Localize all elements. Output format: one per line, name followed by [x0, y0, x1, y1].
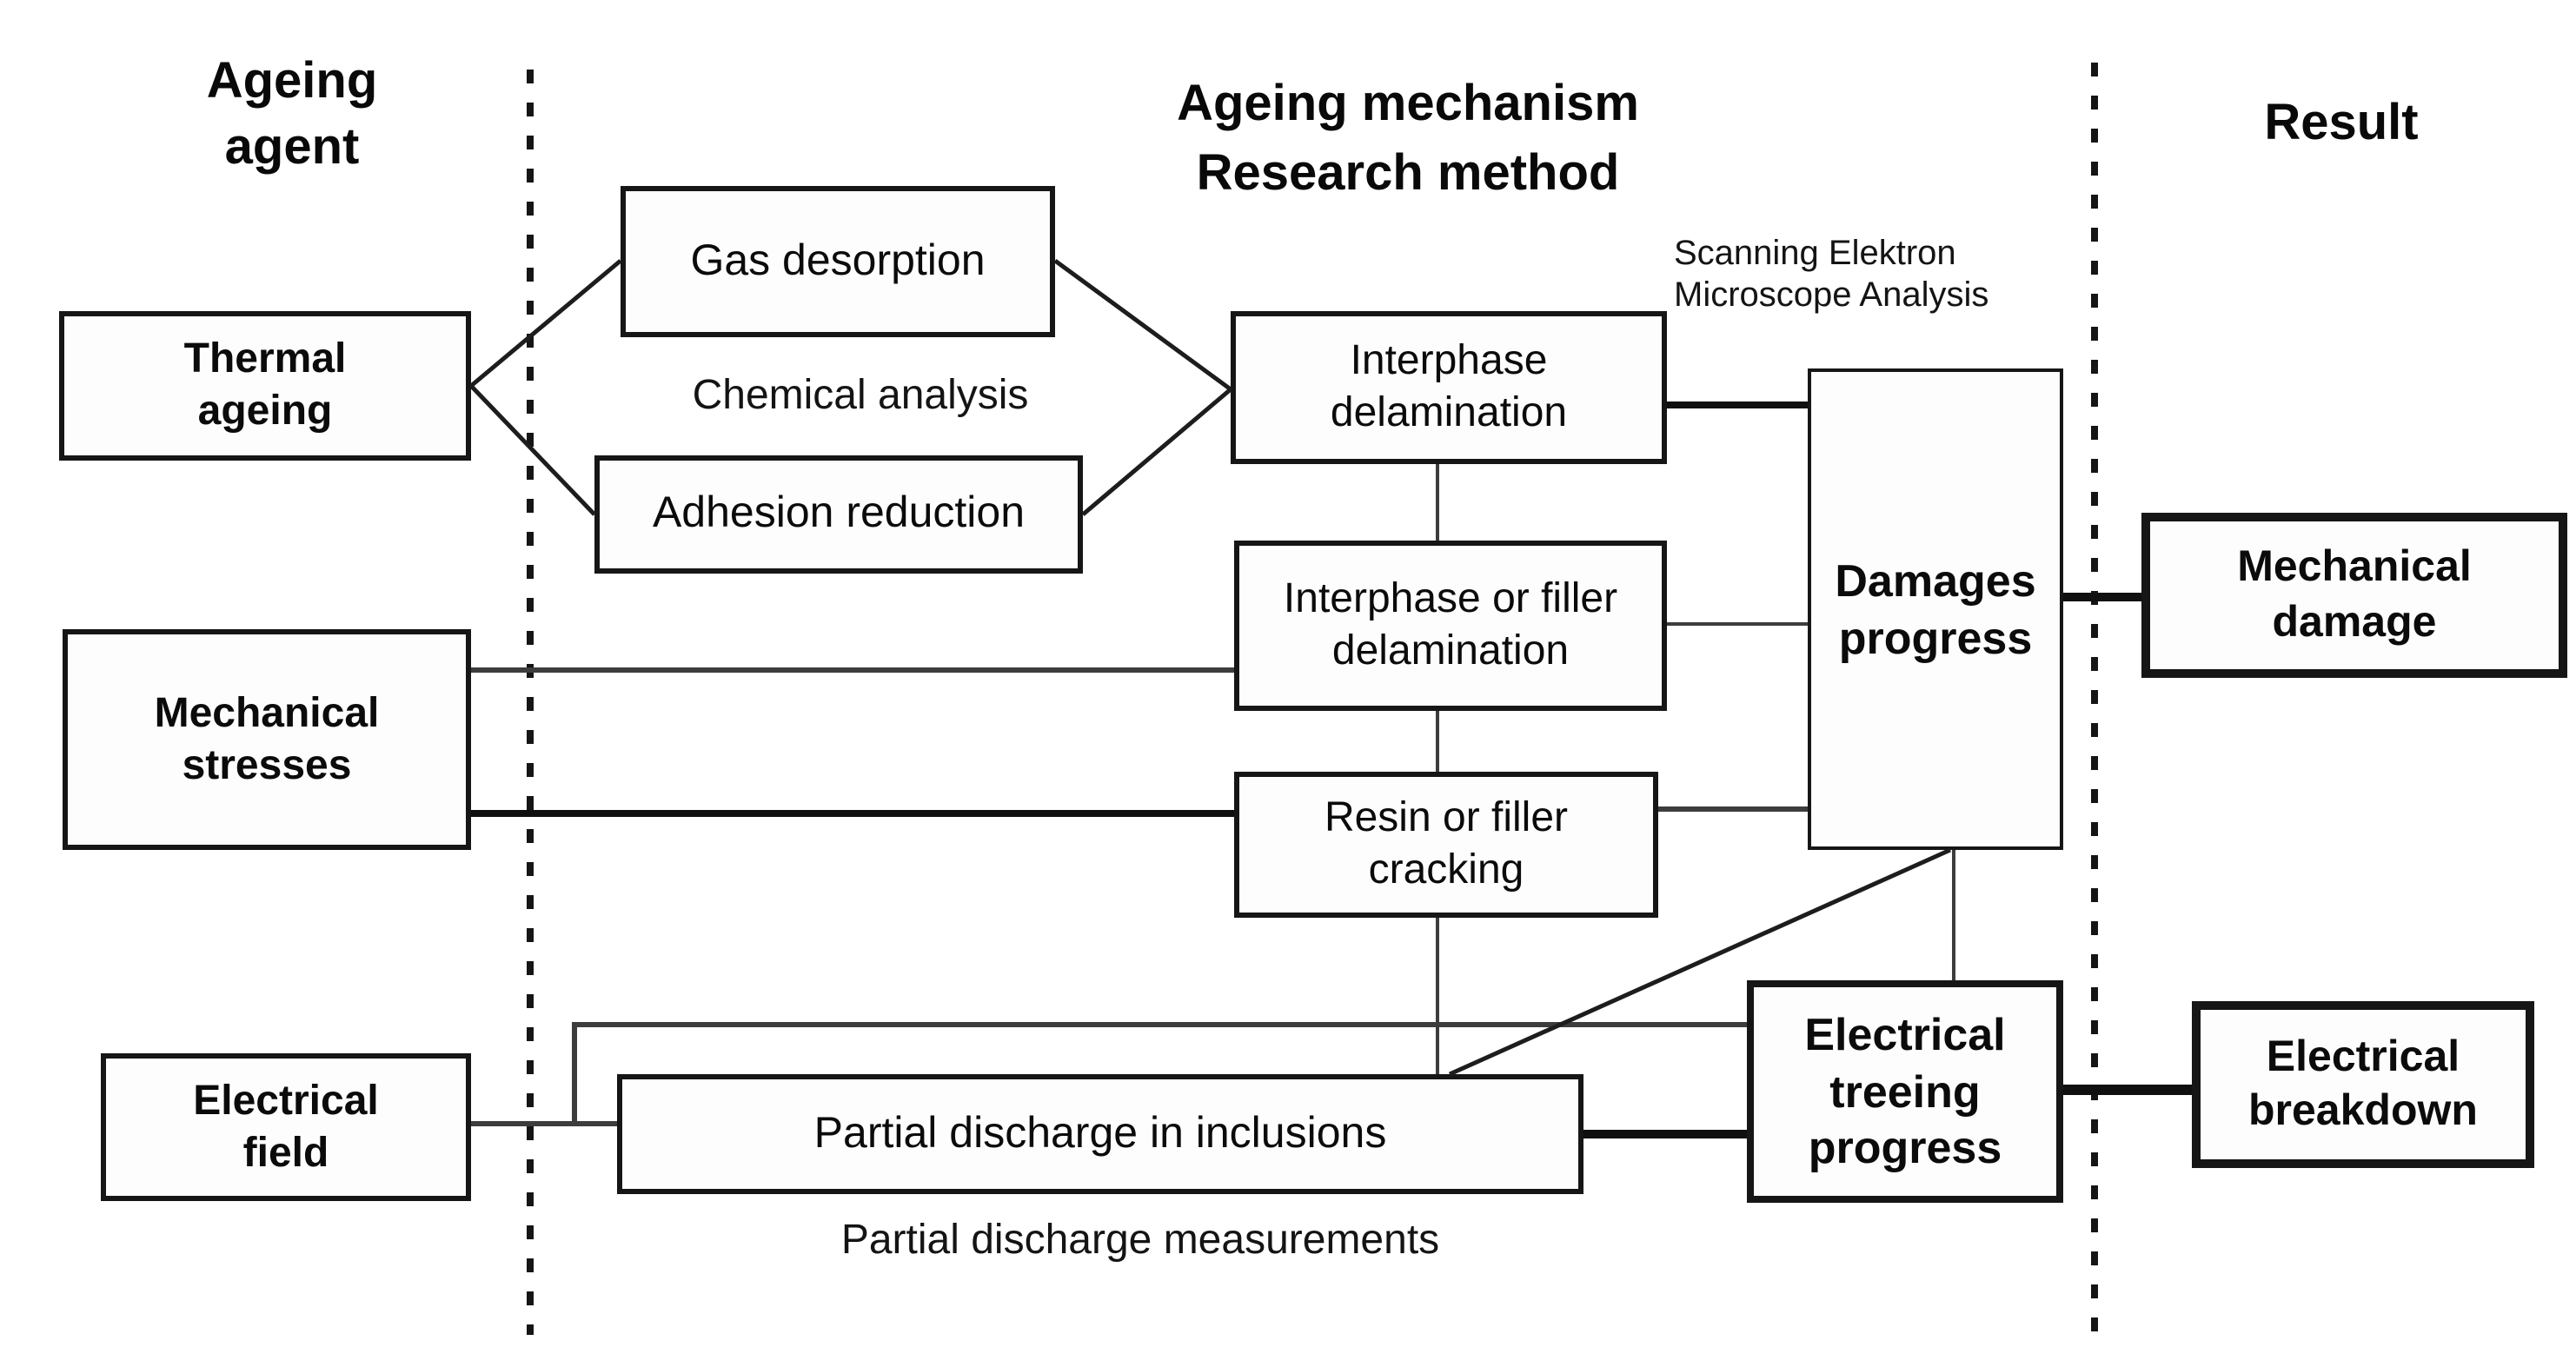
connector-mechanical-stresses-to-resin-cracking [471, 810, 1234, 817]
connector-damages-progress-to-treeing-progress [1952, 850, 1955, 980]
partial-discharge-measurements-label: Partial discharge measurements [840, 1217, 1440, 1264]
adhesion-reduction-box: Adhesion reduction [594, 455, 1083, 574]
column-separator-left-dotted-line [527, 70, 534, 1335]
mechanical-damage-box: Mechanical damage [2141, 513, 2567, 678]
column-header-result: Result [2264, 96, 2419, 151]
connector-interphase-or-filler-to-resin-cracking [1436, 711, 1439, 772]
connector-resin-cracking-to-damages-progress [1658, 806, 1808, 812]
damages-progress-box: Damages progress [1808, 368, 2063, 850]
sem-analysis-label: Scanning Elektron Microscope Analysis [1674, 235, 1989, 315]
connector-partial-discharge-to-treeing-progress [1583, 1130, 1747, 1138]
gas-desorption-box: Gas desorption [621, 186, 1055, 337]
connector-electrical-field-branch-to-treeing-progress [572, 1022, 1747, 1027]
electrical-treeing-progress-box: Electrical treeing progress [1747, 980, 2063, 1203]
connector-damages-progress-to-mechanical-damage [2063, 593, 2141, 601]
diagonal-adhesion-reduction-to-interphase [1081, 388, 1232, 516]
diagonal-gas-desorption-to-interphase [1053, 258, 1232, 392]
interphase-or-filler-delamination-box: Interphase or filler delamination [1234, 541, 1667, 711]
connector-treeing-progress-to-electrical-breakdown [2063, 1085, 2192, 1095]
electrical-field-box: Electrical field [101, 1053, 471, 1201]
electrical-breakdown-box: Electrical breakdown [2192, 1001, 2534, 1168]
partial-discharge-in-inclusions-box: Partial discharge in inclusions [617, 1074, 1583, 1194]
connector-interphase-delamination-to-damages-progress [1667, 402, 1808, 408]
connector-resin-cracking-to-partial-discharge [1436, 918, 1439, 1074]
connector-interphase-or-filler-to-damages-progress [1667, 622, 1808, 626]
thermal-ageing-box: Thermal ageing [59, 311, 471, 461]
connector-mechanical-stresses-to-interphase-or-filler [471, 667, 1234, 673]
connector-electrical-field-to-partial-discharge [471, 1121, 617, 1126]
chemical-analysis-label: Chemical analysis [692, 372, 1029, 419]
riser-electrical-field-branch [572, 1022, 577, 1126]
resin-or-filler-cracking-box: Resin or filler cracking [1234, 772, 1658, 918]
interphase-delamination-box: Interphase delamination [1231, 311, 1667, 464]
diagonal-thermal-to-gas-desorption [469, 259, 622, 388]
column-separator-right-dotted-line [2091, 63, 2098, 1331]
mechanical-stresses-box: Mechanical stresses [63, 629, 471, 850]
column-header-ageing-agent: Ageing agent [206, 54, 378, 176]
connector-interphase-to-interphase-or-filler [1436, 464, 1439, 541]
column-header-ageing-mechanism-research-method: Ageing mechanism Research method [1177, 76, 1639, 202]
